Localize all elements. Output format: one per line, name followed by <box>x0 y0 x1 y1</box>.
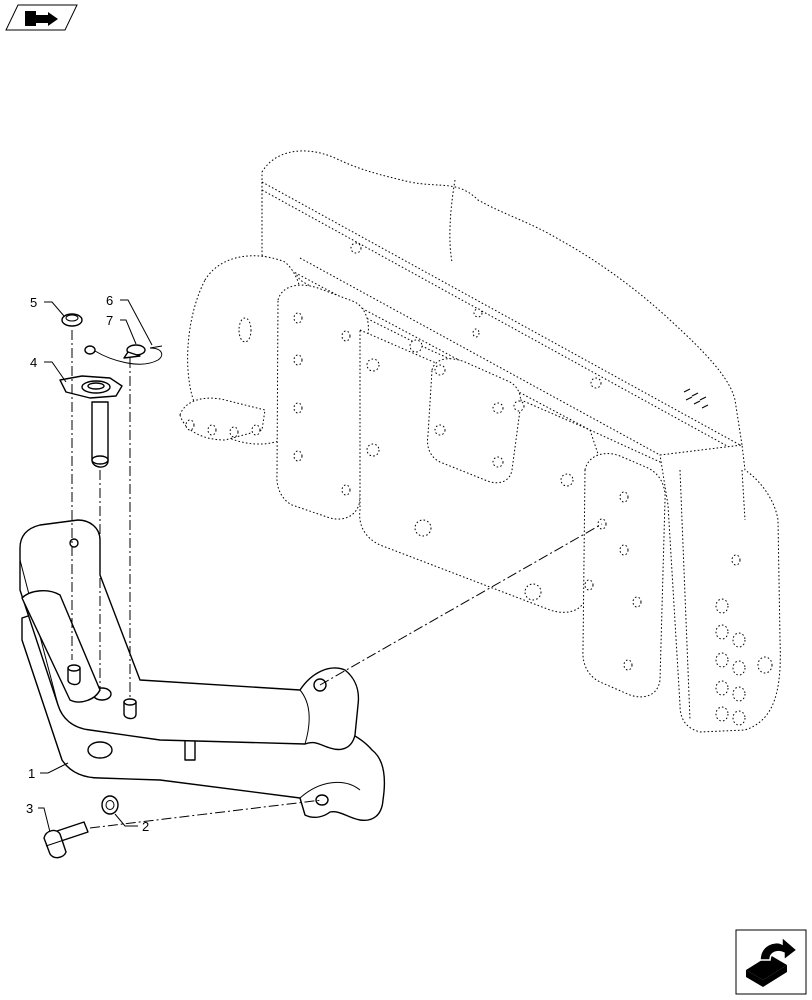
next-page-arrow-icon[interactable] <box>735 929 807 995</box>
callout-7: 7 <box>106 313 113 328</box>
book-arrow-icon[interactable] <box>5 4 78 31</box>
bolt-row-left <box>185 419 261 438</box>
retaining-ring-part-5[interactable] <box>61 313 83 327</box>
axle-housing-outline <box>179 150 781 733</box>
callout-2: 2 <box>142 819 149 834</box>
callout-5: 5 <box>30 295 37 310</box>
bolt-heads-center <box>350 242 602 601</box>
hitch-pin-part-4[interactable] <box>59 375 123 468</box>
callout-3: 3 <box>26 801 33 816</box>
callout-leaders <box>38 299 153 833</box>
assembly-centerlines <box>71 330 603 829</box>
callout-1: 1 <box>28 766 35 781</box>
bolt-part-3[interactable] <box>43 821 89 859</box>
lynch-pin-part-7[interactable] <box>123 344 146 359</box>
callout-6: 6 <box>106 293 113 308</box>
callout-4: 4 <box>30 355 37 370</box>
washer-part-2[interactable] <box>101 795 119 815</box>
tow-bracket-part-1[interactable] <box>19 519 386 822</box>
bolt-column-right <box>715 598 773 726</box>
lanyard-cable-part-6[interactable] <box>84 345 163 365</box>
callout-labels: 1 2 3 4 5 6 7 <box>26 293 149 834</box>
